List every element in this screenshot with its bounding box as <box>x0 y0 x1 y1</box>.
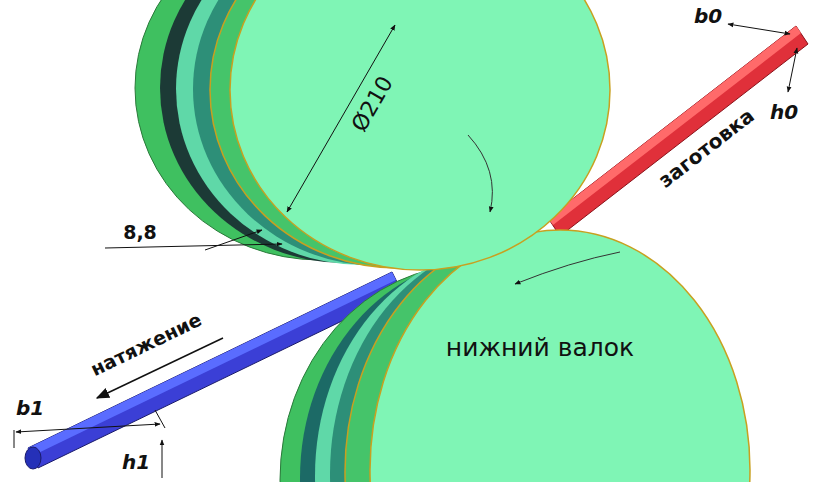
billet-dimensions <box>728 24 797 92</box>
groove-leader <box>205 230 262 250</box>
diameter-line <box>287 25 395 212</box>
label: h0 <box>770 101 798 123</box>
label: 8,8 <box>123 222 157 243</box>
label: b0 <box>694 5 722 27</box>
label: нижний валок <box>446 334 634 362</box>
upper-roll <box>135 0 610 270</box>
label: натяжение <box>87 308 204 379</box>
label: h1 <box>122 451 150 473</box>
label: b1 <box>16 397 44 419</box>
lower-roll <box>280 230 750 482</box>
groove-dimension <box>105 244 282 248</box>
strip-dimensions <box>14 410 165 478</box>
